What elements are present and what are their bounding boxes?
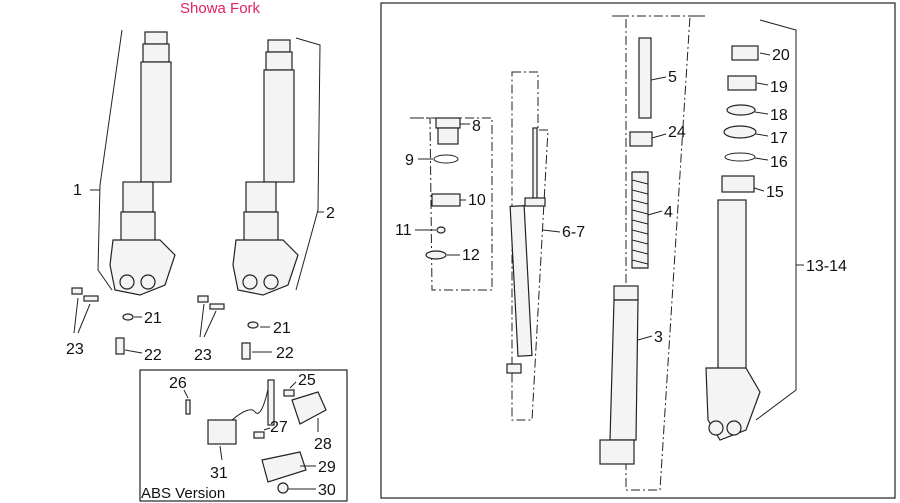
fork-leg-2 (232, 39, 299, 296)
callout-15: 15 (766, 184, 784, 201)
callout-21-right: 21 (273, 320, 291, 337)
callout-26: 26 (169, 375, 187, 392)
callout-8: 8 (472, 118, 481, 135)
abs-sensor (185, 379, 327, 494)
callout-6-7: 6-7 (562, 224, 585, 241)
callout-5: 5 (668, 69, 677, 86)
leader-13-14 (755, 19, 797, 421)
callout-20: 20 (772, 47, 790, 64)
bolt-set-right (197, 295, 259, 360)
group-outline-center (612, 15, 705, 491)
cartridge-rod (506, 127, 546, 374)
fork-internals-frame (380, 2, 896, 499)
callout-22-right: 22 (276, 345, 294, 362)
callout-23-right: 23 (194, 347, 212, 364)
callout-30: 30 (318, 482, 336, 499)
callout-2: 2 (326, 205, 335, 222)
callout-1: 1 (73, 182, 82, 199)
cap-parts-8-12 (425, 117, 461, 260)
group-outline-8-12 (410, 117, 493, 291)
abs-version-label: ABS Version (141, 485, 225, 502)
callout-19: 19 (770, 79, 788, 96)
callout-28: 28 (314, 436, 332, 453)
leader-1 (97, 29, 123, 291)
callout-29: 29 (318, 459, 336, 476)
callout-21-left: 21 (144, 310, 162, 327)
bolt-set-left (71, 287, 134, 355)
callout-11: 11 (395, 222, 412, 239)
outer-tube-and-seals (705, 45, 761, 441)
callout-27: 27 (270, 419, 288, 436)
callout-3: 3 (654, 329, 663, 346)
callout-18: 18 (770, 107, 788, 124)
callout-24: 24 (668, 124, 686, 141)
callout-23-left: 23 (66, 341, 84, 358)
callout-10: 10 (468, 192, 486, 209)
group-outline-6-7 (511, 71, 549, 421)
callout-22-left: 22 (144, 347, 162, 364)
callout-13-14: 13-14 (806, 258, 847, 275)
callout-12: 12 (462, 247, 480, 264)
leader-2 (295, 37, 321, 291)
callout-25: 25 (298, 372, 316, 389)
diagram-title: Showa Fork (180, 0, 261, 17)
abs-version-frame (139, 369, 348, 502)
callout-31: 31 (210, 465, 228, 482)
callout-9: 9 (405, 152, 414, 169)
fork-leg-1 (109, 31, 176, 296)
callout-4: 4 (664, 204, 673, 221)
callout-17: 17 (770, 130, 788, 147)
callout-16: 16 (770, 154, 788, 171)
inner-tube-parts (599, 37, 653, 465)
